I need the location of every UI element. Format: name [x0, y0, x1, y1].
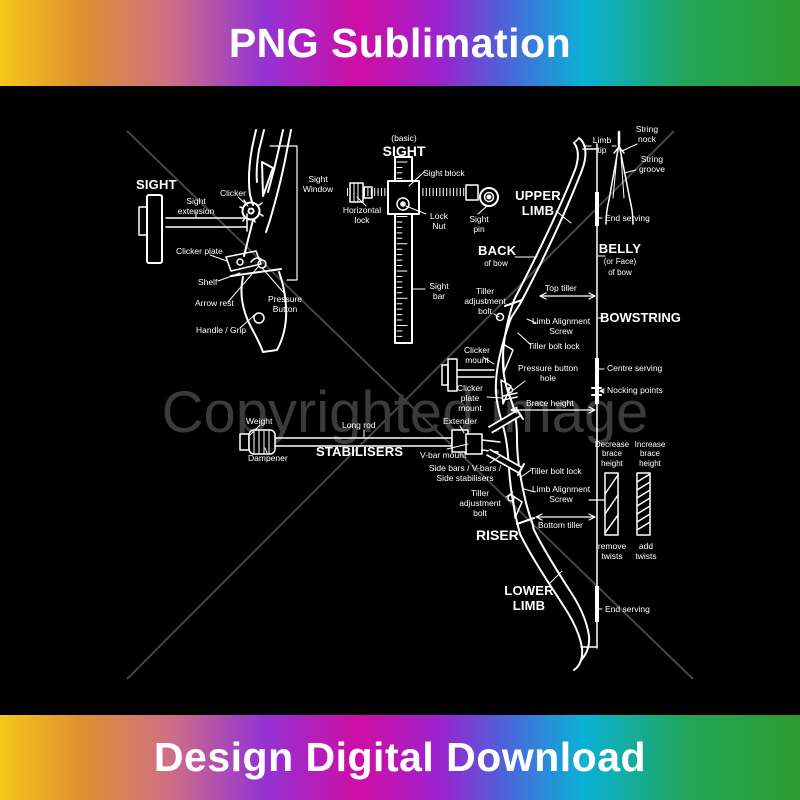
label-side-bars: Side bars / V-bars / Side stabilisers [428, 463, 502, 484]
basic-sight-drawing [347, 156, 499, 344]
label-pressure-button-hole: Pressure button hole [517, 363, 578, 384]
watermark-text: Copyrighted image [162, 380, 649, 445]
label-bottom-tiller: Bottom tiller [538, 520, 583, 530]
label-decrease-brace-height: Decrease brace height [594, 440, 630, 468]
remove-twists-diagram [604, 472, 619, 536]
label-end-serving-top: End serving [605, 213, 650, 223]
limb-tip-detail [605, 130, 634, 225]
label-limb-alignment-screw-upper: Limb Alignment Screw [531, 316, 591, 337]
label-brace-height: Brace height [526, 398, 574, 408]
label-riser: RISER [476, 527, 519, 543]
label-back-of-bow: BACK of bow [478, 243, 517, 269]
label-pressure-button: Pressure Button [267, 294, 302, 315]
full-bow-drawing [239, 130, 651, 671]
label-stabilisers: STABILISERS [316, 444, 404, 459]
label-clicker-mount: Clicker mount [464, 345, 490, 366]
label-clicker: Clicker [220, 188, 246, 198]
label-belly-sub1: (or Face) [603, 257, 637, 267]
label-v-bar-mount: V-bar mount [420, 450, 467, 460]
label-tiller-adjustment-bolt-upper: Tiller adjustment bolt [464, 286, 506, 317]
label-string-nock: String nock [635, 124, 659, 145]
bottom-banner: Design Digital Download [0, 715, 800, 800]
top-banner: PNG Sublimation [0, 0, 800, 86]
label-limb-tip: Limb tip [592, 135, 612, 156]
bottom-banner-title: Design Digital Download [153, 734, 647, 780]
label-bowstring: BOWSTRING [600, 310, 681, 325]
label-tiller-bolt-lock-upper: Tiller bolt lock [528, 341, 580, 351]
label-extender: Extender [443, 416, 478, 426]
label-long-rod: Long rod [342, 420, 376, 430]
label-handle-grip: Handle / Grip [196, 325, 247, 335]
label-top-tiller: Top tiller [545, 283, 577, 293]
riser-closeup-drawing [138, 129, 298, 353]
label-add-twists: add twists [635, 541, 657, 562]
label-sight-window: Sight Window [302, 174, 334, 195]
leader-lines [249, 143, 638, 610]
label-clicker-plate-mount: Clicker plate mount [457, 383, 483, 414]
label-upper-limb: UPPER LIMB [515, 188, 561, 219]
label-tiller-bolt-lock-lower: Tiller bolt lock [530, 466, 582, 476]
label-sight-block: Sight block [423, 168, 465, 178]
label-belly-of-bow: BELLY (or Face) of bow [598, 241, 642, 277]
label-limb-alignment-screw-lower: Limb Alignment Screw [531, 484, 591, 505]
label-back-sub: of bow [484, 259, 508, 269]
label-shelf: Shelf [198, 277, 218, 287]
label-centre-serving: Centre serving [607, 363, 663, 373]
label-back-title: BACK [478, 243, 517, 258]
label-sight-extension: Sight extension [177, 196, 215, 217]
add-twists-diagram [636, 472, 651, 536]
label-nocking-points: Nocking points [607, 385, 663, 395]
label-end-serving-bottom: End serving [605, 604, 650, 614]
label-dampener: Dampener [248, 453, 288, 463]
label-clicker-plate: Clicker plate [176, 246, 223, 256]
basic-sight-title: SIGHT [382, 143, 426, 159]
label-lower-limb: LOWER LIMB [504, 583, 554, 614]
top-banner-title: PNG Sublimation [228, 19, 572, 66]
label-belly-sub2: of bow [608, 267, 632, 277]
label-tiller-adjustment-bolt-lower: Tiller adjustment bolt [459, 488, 501, 519]
label-sight-bar: Sight bar [429, 281, 449, 302]
stabiliser-detail [239, 407, 525, 476]
label-horizontal-lock: Horizontal lock [342, 205, 382, 226]
label-lock-nut: Lock Nut [430, 211, 448, 232]
label-increase-brace-height: Increase brace height [634, 440, 666, 468]
label-string-groove: String groove [639, 154, 665, 175]
clicker-mount-detail [441, 358, 495, 392]
riser-closeup-title: SIGHT [136, 177, 177, 192]
label-belly-title: BELLY [598, 241, 642, 256]
label-weight: Weight [246, 416, 273, 426]
measure-arrows [510, 292, 606, 521]
label-remove-twists: remove twists [597, 541, 627, 562]
basic-sight-title-prefix: (basic) [391, 133, 417, 143]
label-arrow-rest: Arrow rest [195, 298, 234, 308]
label-sight-pin: Sight pin [469, 214, 489, 235]
